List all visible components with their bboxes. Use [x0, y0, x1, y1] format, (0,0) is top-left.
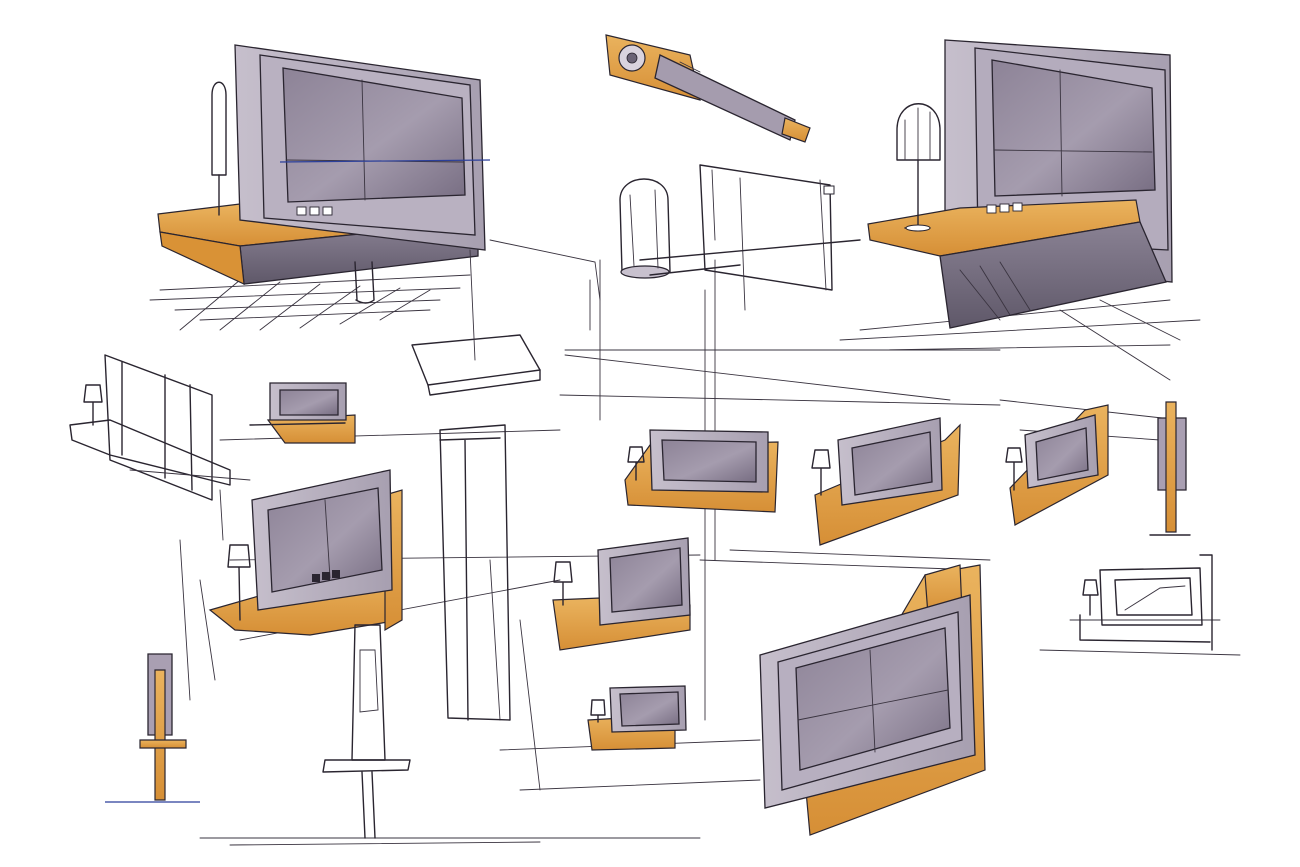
sketch-floor-pole-stand — [322, 624, 411, 839]
sketch-floating-shelf — [411, 239, 601, 396]
sketch-small-tv-on-shelf — [249, 382, 356, 444]
sketch-flat-wall-unit — [69, 354, 251, 541]
sketch-tv-on-wood-panel — [624, 429, 779, 513]
sketch-tv-on-wall-shelf-with-lamp — [157, 44, 491, 304]
sketch-narrow-floor-column — [1149, 401, 1191, 536]
sketch-tv-on-wood-panel-with-lamp — [811, 417, 961, 546]
sketch-wall-bracket-speaker — [605, 34, 811, 143]
sketch-tv-on-low-wood-base — [552, 537, 691, 651]
sketch-small-tv-on-stand — [587, 685, 687, 751]
sketch-curved-tv-wall-panel — [759, 564, 986, 836]
sketch-small-tv-on-wood-panel — [1005, 404, 1109, 526]
sketch-angled-tv-on-pedestal — [208, 424, 511, 721]
sketch-cylinder-lamp-and-stand — [619, 164, 861, 311]
sketch-tall-floor-column — [105, 653, 200, 803]
sketch-tv-wall-cabinet-with-lamp — [867, 39, 1173, 329]
sketch-floor-tv-unit — [1079, 554, 1213, 651]
